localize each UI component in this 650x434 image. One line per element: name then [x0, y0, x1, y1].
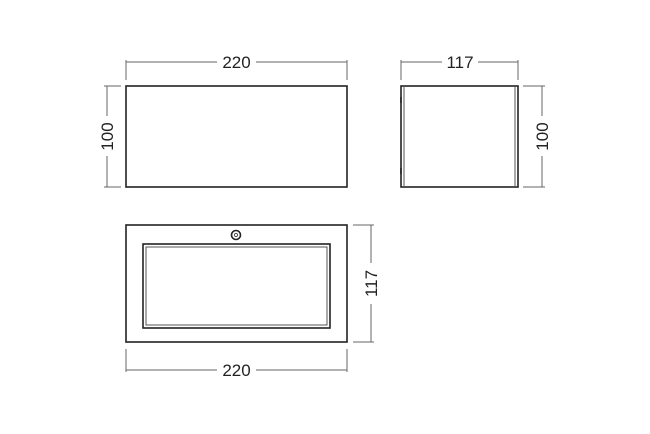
front-width-label: 220	[222, 53, 250, 72]
side-width-label: 117	[446, 53, 473, 72]
top-view-outline	[125, 224, 348, 343]
side-height-label: 100	[533, 122, 552, 150]
top-view: 220 117	[125, 224, 381, 380]
top-view-inner-outer-frame	[142, 243, 331, 329]
front-height-label: 100	[98, 122, 117, 150]
side-view: 117 100	[400, 53, 552, 188]
screw-hole-icon	[230, 229, 242, 241]
top-depth-label: 117	[362, 270, 381, 297]
screw-hole-center	[233, 232, 239, 238]
front-view: 220 100	[98, 53, 348, 188]
front-view-outline	[125, 85, 348, 188]
top-view-inner-frame	[145, 246, 328, 326]
side-view-outline	[400, 85, 519, 188]
top-width-label: 220	[222, 361, 250, 380]
